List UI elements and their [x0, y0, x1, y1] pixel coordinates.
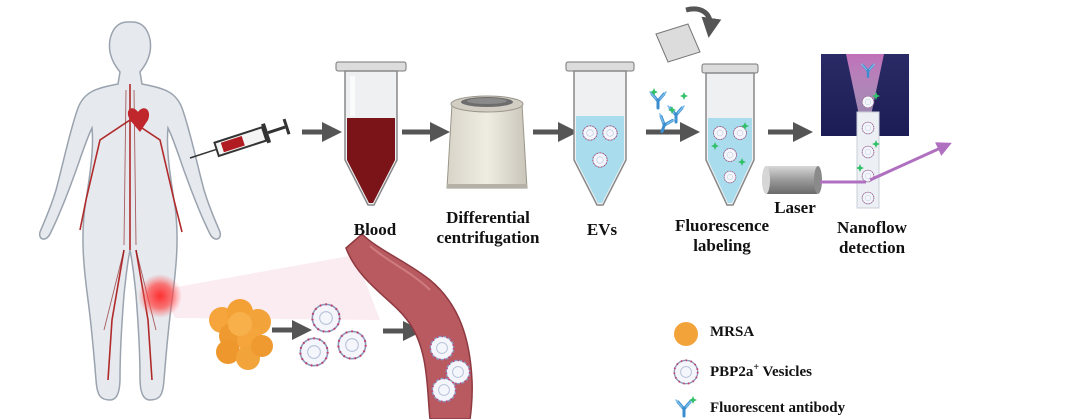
- label-detection-line1: Nanoflow: [837, 218, 907, 237]
- human-body-icon: [38, 21, 222, 401]
- syringe-icon: [189, 118, 291, 159]
- label-centrifugation: Differential centrifugation: [430, 208, 546, 248]
- infection-path-glow: [160, 255, 380, 320]
- label-evs: EVs: [586, 220, 618, 239]
- legend-mrsa-icon: [674, 322, 698, 346]
- ev-tube-icon: [565, 61, 635, 206]
- centrifuge-icon: [446, 95, 528, 189]
- labeling-tube-icon: [701, 63, 759, 206]
- open-cap-icon: [655, 23, 701, 63]
- antibody-icon: [648, 88, 688, 136]
- blood-vessel-icon: [345, 232, 473, 419]
- label-fluorescence-labeling: Fluorescence labeling: [664, 216, 780, 256]
- laser-icon: [762, 166, 822, 194]
- label-centrifugation-line1: Differential: [446, 208, 530, 227]
- legend-mrsa-label: MRSA: [710, 324, 755, 340]
- label-laser: Laser: [774, 198, 816, 217]
- legend-antibody-icon: [674, 396, 697, 418]
- label-labeling-line2: labeling: [693, 236, 751, 255]
- infection-site: [138, 274, 182, 318]
- mrsa-cluster-icon: [209, 299, 273, 370]
- label-centrifugation-line2: centrifugation: [436, 228, 540, 247]
- label-labeling-line1: Fluorescence: [674, 216, 770, 235]
- legend-vesicles-label: PBP2a+ Vesicles: [710, 362, 812, 381]
- flow-arrows: [272, 122, 813, 341]
- cap-open-arrow: [685, 6, 722, 38]
- blood-tube-icon: [335, 61, 407, 206]
- legend-vesicle-icon: [673, 359, 699, 385]
- legend-vesicles-sup: +: [753, 362, 760, 373]
- scatter-beam: [869, 142, 952, 182]
- legend-vesicles-suffix: Vesicles: [759, 364, 812, 380]
- legend-antibody-label: Fluorescent antibody: [710, 400, 846, 416]
- nanoflow-chamber-icon: [821, 54, 909, 209]
- label-nanoflow-detection: Nanoflow detection: [828, 218, 916, 258]
- label-blood: Blood: [353, 220, 397, 239]
- label-detection-line2: detection: [838, 238, 906, 257]
- legend-vesicles-name: PBP2a: [710, 364, 754, 380]
